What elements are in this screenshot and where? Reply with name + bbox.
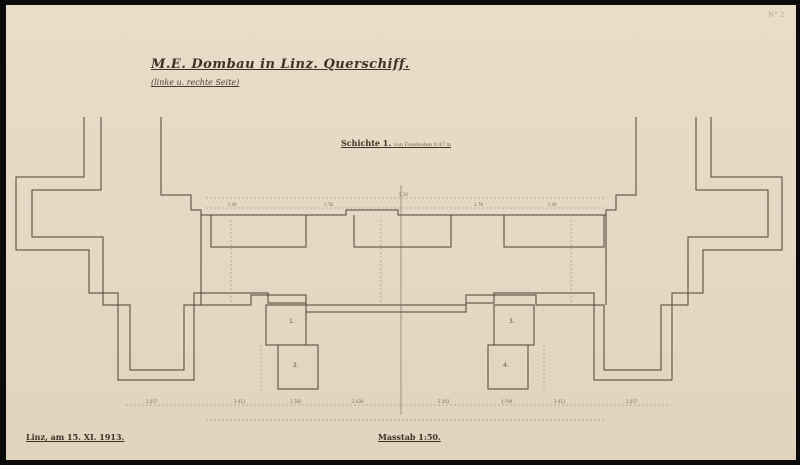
dim-bottom-4: 2.030 — [352, 399, 364, 404]
dim-bottom-1: 2.257 — [146, 399, 158, 404]
drawing-subtitle: (linke u. rechte Seite) — [151, 78, 240, 87]
dim-bottom-7: 2.411 — [554, 399, 566, 404]
dim-bottom-6: 1.794 — [501, 399, 513, 404]
plan-outline-inner — [31, 117, 769, 371]
pillar-1 — [265, 304, 307, 346]
drawing-title: M.E. Dombau in Linz. Querschiff. — [151, 57, 410, 72]
niche-right — [503, 215, 605, 248]
sheet-number: N° 2 — [768, 11, 785, 19]
scale-label: Masstab 1:50. — [378, 432, 441, 442]
crossing-outline — [160, 117, 637, 216]
dim-top-3: 5.10 — [399, 192, 408, 197]
layer-note: von Fussboden 0.47 m — [393, 142, 452, 148]
place-date: Linz, am 15. XI. 1913. — [26, 432, 125, 442]
dim-bottom-5: 2.103 — [438, 399, 450, 404]
floor-plan-drawing: 2.40 1.78 5.10 1.78 2.40 2.257 2.411 1.7… — [15, 117, 783, 421]
drawing-sheet: 2.40 1.78 5.10 1.78 2.40 2.257 2.411 1.7… — [6, 5, 796, 460]
dim-top-1: 2.40 — [228, 202, 237, 207]
pillar-2 — [277, 344, 319, 390]
pillar-4 — [487, 344, 529, 390]
room-label-4: 4. — [503, 362, 509, 369]
layer-name: Schichte 1. — [341, 138, 392, 148]
dim-top-2: 1.78 — [324, 202, 333, 207]
niche-center — [353, 215, 452, 248]
plan-outline-outer — [15, 117, 783, 381]
room-label-1: 1. — [289, 318, 295, 325]
dim-top-4: 1.78 — [474, 202, 483, 207]
layer-label: Schichte 1. von Fussboden 0.47 m — [341, 138, 451, 148]
dim-bottom-8: 2.257 — [626, 399, 638, 404]
pillar-3 — [493, 304, 535, 346]
niche-left — [210, 215, 307, 248]
room-label-3: 3. — [509, 318, 515, 325]
room-label-2: 2. — [293, 362, 299, 369]
dim-bottom-3: 1.783 — [290, 399, 302, 404]
dim-bottom-2: 2.411 — [234, 399, 246, 404]
dim-top-5: 2.40 — [548, 202, 557, 207]
